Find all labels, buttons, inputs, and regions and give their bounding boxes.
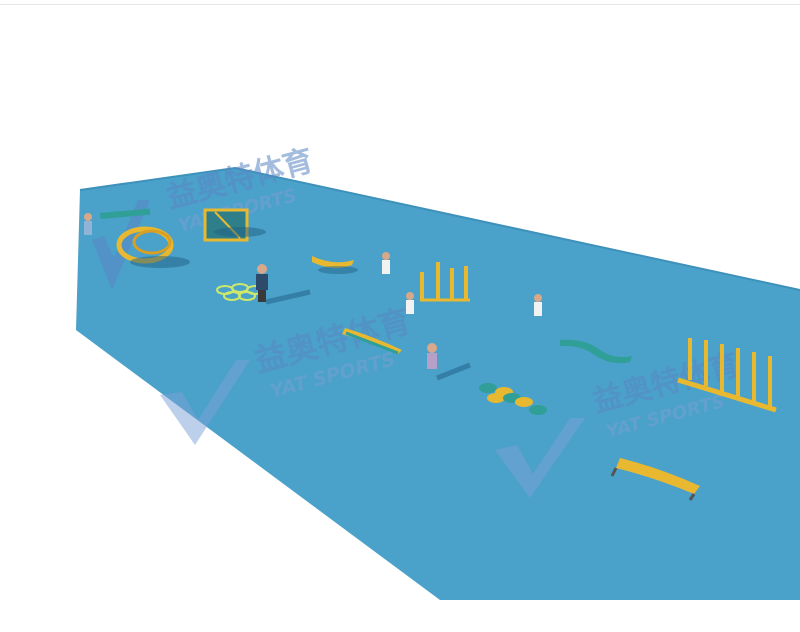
stepping-rings [216, 283, 264, 301]
child-figure [427, 343, 471, 381]
wooden-bridge [610, 458, 700, 501]
brand-logo-icon [495, 418, 585, 498]
child-figure [534, 294, 542, 316]
brand-logo-icon [160, 360, 250, 445]
wobble-board [312, 256, 358, 274]
climbing-frame [203, 208, 266, 242]
stepping-stones [479, 383, 547, 415]
curved-bridge [342, 328, 402, 355]
child-figure [256, 264, 311, 305]
child-figure [382, 252, 390, 274]
balance-beam-teal [99, 208, 151, 219]
top-divider [0, 4, 800, 5]
child-figure [84, 213, 92, 235]
watermark-center: 益奥特体育 YAT SPORTS [160, 302, 415, 445]
arch-climber [420, 262, 470, 302]
wavy-beam [560, 339, 632, 364]
child-figure [406, 292, 414, 314]
floor-edge [79, 166, 800, 291]
arch-climber-large [677, 338, 777, 413]
tunnel-hoop [116, 226, 190, 268]
